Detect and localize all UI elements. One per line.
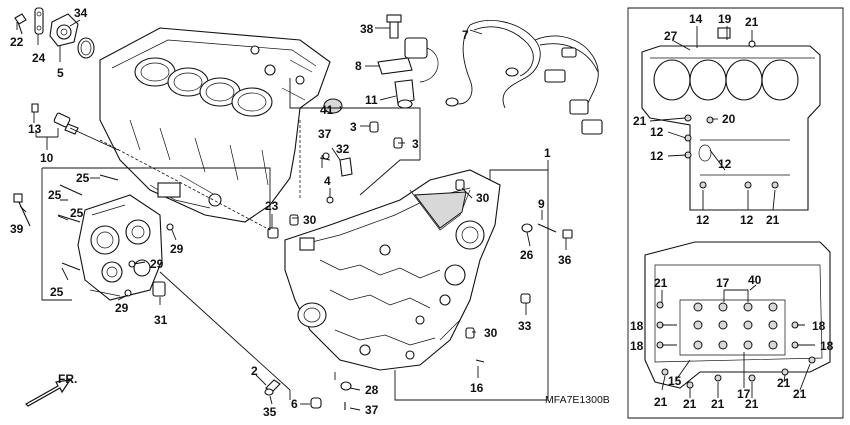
callout-12-b: 12 <box>650 149 664 163</box>
callout-25-b: 25 <box>48 188 62 202</box>
center-bottom-parts <box>264 179 573 410</box>
front-direction-arrow: FR. <box>25 372 77 407</box>
callout-24: 24 <box>32 51 46 65</box>
callout-21-c: 21 <box>766 213 780 227</box>
callout-9: 9 <box>538 197 545 211</box>
callout-labels: 22 24 34 5 13 10 25 25 25 25 39 29 29 29… <box>10 6 834 419</box>
callout-15: 15 <box>668 374 682 388</box>
callout-21-h: 21 <box>745 397 759 411</box>
callout-21-f: 21 <box>683 397 697 411</box>
callout-30-a: 30 <box>476 191 490 205</box>
callout-22: 22 <box>10 35 24 49</box>
callout-30-b: 30 <box>303 213 317 227</box>
callout-12-c: 12 <box>718 157 732 171</box>
callout-31: 31 <box>154 313 168 327</box>
callout-41: 41 <box>320 103 334 117</box>
callout-21-j: 21 <box>793 387 807 401</box>
callout-4: 4 <box>324 174 331 188</box>
callout-21-g: 21 <box>711 397 725 411</box>
diagram-code: MFA7E1300B <box>545 394 610 406</box>
lower-crankcase <box>284 169 501 371</box>
callout-21-b: 21 <box>633 114 647 128</box>
callout-20: 20 <box>722 112 736 126</box>
callout-27: 27 <box>664 29 678 43</box>
callout-29-c: 29 <box>115 301 129 315</box>
right-panel <box>627 7 844 419</box>
callout-40: 40 <box>748 273 762 287</box>
callout-7: 7 <box>462 28 469 42</box>
callout-11: 11 <box>365 93 378 107</box>
side-cover <box>77 194 163 301</box>
callout-12-e: 12 <box>740 213 754 227</box>
callout-5: 5 <box>57 66 64 80</box>
callout-18-d: 18 <box>820 339 834 353</box>
upper-crankcase <box>99 27 331 223</box>
callout-19: 19 <box>718 12 732 26</box>
callout-18-c: 18 <box>812 319 826 333</box>
leader-lines <box>16 19 815 411</box>
direction-label: FR. <box>58 372 77 386</box>
callout-32: 32 <box>336 142 350 156</box>
callout-36: 36 <box>558 253 572 267</box>
callout-23: 23 <box>265 199 279 213</box>
callout-12-d: 12 <box>696 213 710 227</box>
callout-14: 14 <box>689 12 703 26</box>
callout-30-c: 30 <box>484 326 498 340</box>
callout-3-a: 3 <box>350 120 357 134</box>
callout-2: 2 <box>251 364 258 378</box>
callout-21-i: 21 <box>777 376 791 390</box>
callout-16: 16 <box>470 381 484 395</box>
bolts-left <box>13 174 174 297</box>
callout-8: 8 <box>355 59 362 73</box>
callout-18-b: 18 <box>630 339 644 353</box>
callout-35: 35 <box>263 405 277 419</box>
callout-1: 1 <box>544 146 551 160</box>
callout-25-c: 25 <box>70 206 84 220</box>
callout-25-a: 25 <box>76 171 90 185</box>
callout-10: 10 <box>40 151 54 165</box>
callout-25-d: 25 <box>50 285 64 299</box>
callout-37-a: 37 <box>318 127 332 141</box>
callout-13: 13 <box>28 122 42 136</box>
callout-34: 34 <box>74 6 88 20</box>
callout-21-e: 21 <box>654 395 668 409</box>
callout-12-a: 12 <box>650 125 664 139</box>
callout-17-b: 17 <box>737 387 751 401</box>
top-left-parts <box>14 7 95 59</box>
callout-33: 33 <box>518 319 532 333</box>
callout-29-b: 29 <box>150 257 164 271</box>
callout-18-a: 18 <box>630 319 644 333</box>
callout-17-a: 17 <box>716 276 730 290</box>
callout-38: 38 <box>360 22 374 36</box>
callout-21-d: 21 <box>654 276 668 290</box>
wire-harness <box>445 19 603 135</box>
callout-6: 6 <box>291 397 298 411</box>
callout-39: 39 <box>10 222 24 236</box>
callout-26: 26 <box>520 248 534 262</box>
callout-3-b: 3 <box>412 137 419 151</box>
callout-28: 28 <box>365 383 379 397</box>
callout-37-b: 37 <box>365 403 379 417</box>
callout-21-a: 21 <box>745 15 759 29</box>
callout-29-a: 29 <box>170 242 184 256</box>
